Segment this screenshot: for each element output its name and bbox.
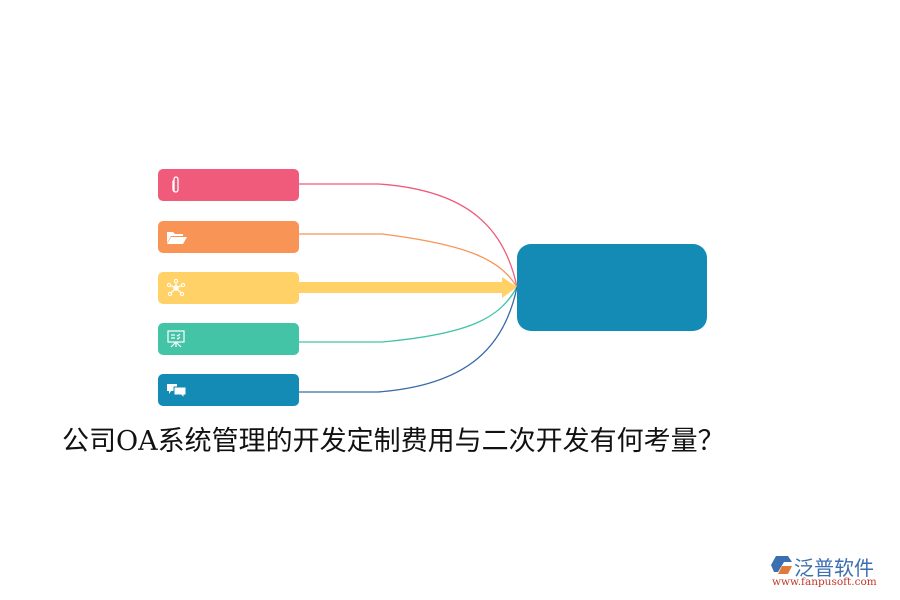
fanpu-logo-icon [770,554,794,576]
folder-open-icon [166,227,187,247]
branch-node-4[interactable] [158,323,299,355]
link-branch-5 [299,286,518,393]
link-branch-1 [299,183,518,288]
center-node[interactable] [517,244,707,331]
branch-node-3[interactable] [158,272,299,304]
branch-node-5[interactable] [158,374,299,406]
link-branch-4 [299,286,518,343]
network-icon [166,278,186,298]
paperclip-icon [166,175,186,195]
watermark-brand: 泛普软件 [794,556,874,580]
branch-node-1[interactable] [158,169,299,201]
chat-bubbles-icon [166,380,187,400]
watermark-url: www.fanpusoft.com [772,576,877,588]
link-branch-3-arrow [299,277,517,298]
presentation-board-icon [166,329,186,349]
branch-node-2[interactable] [158,221,299,253]
watermark-logo: 泛普软件 www.fanpusoft.com [770,552,895,592]
diagram-title: 公司OA系统管理的开发定制费用与二次开发有何考量？ [62,426,725,457]
link-branch-2 [299,233,518,288]
